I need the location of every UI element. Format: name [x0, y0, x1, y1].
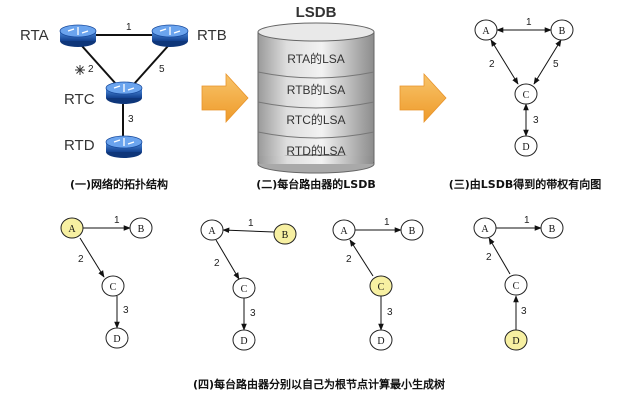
- graph-edge-b-c: [533, 39, 562, 85]
- tree-d-label-d: D: [512, 336, 519, 347]
- lsdb-cylinder-body: [257, 31, 375, 165]
- tree-a-node-c: [101, 275, 125, 297]
- lsdb-cylinder-top: [257, 22, 375, 42]
- tree-a-label-c: C: [110, 282, 117, 293]
- tree-b-cost-ab: 1: [248, 218, 254, 229]
- router-rtc-icon: [105, 81, 143, 104]
- tree-a-cost-cd: 3: [123, 305, 129, 316]
- tree-a-label-d: D: [113, 334, 120, 345]
- graph-node-d: [514, 135, 538, 157]
- spf-tree-root-d: A B C D 1 2 3: [473, 215, 564, 351]
- tree-a-node-a: [60, 217, 84, 239]
- lsdb-panel: LSDB RTA的LSA RTB的LSA RTC的LSA RTD的LSA (二)…: [256, 4, 376, 191]
- tree-d-node-d: [504, 329, 528, 351]
- router-rtb-label: RTB: [197, 27, 227, 44]
- graph-node-a-label: A: [482, 26, 490, 37]
- lsdb-caption: (二)每台路由器的LSDB: [256, 177, 376, 191]
- flow-arrow-1-icon: [201, 72, 249, 124]
- tree-a-label-b: B: [138, 224, 145, 235]
- cursor-icon: [75, 65, 85, 75]
- graph-cost-c-d: 3: [533, 115, 539, 126]
- tree-d-label-c: C: [513, 281, 520, 292]
- link-rtb-rtc: [133, 45, 169, 85]
- cost-rtc-rtd: 3: [128, 114, 134, 125]
- router-rta-label: RTA: [20, 27, 49, 44]
- tree-a-label-a: A: [68, 224, 76, 235]
- tree-c-node-c: [369, 275, 393, 297]
- tree-d-node-c: [504, 274, 528, 296]
- lsdb-row-rtb: RTB的LSA: [287, 82, 345, 97]
- tree-a-cost-ac: 2: [78, 254, 84, 265]
- topology-panel: RTA RTB RTC RTD 1 2 5 3 (一)网络的拓扑结构: [20, 22, 227, 191]
- tree-c-label-b: B: [409, 226, 416, 237]
- lsdb-title: LSDB: [296, 4, 337, 21]
- graph-caption: (三)由LSDB得到的带权有向图: [449, 177, 602, 191]
- graph-node-c-label: C: [523, 90, 530, 101]
- tree-c-node-d: [369, 329, 393, 351]
- tree-d-cost-cd: 3: [521, 306, 527, 317]
- tree-d-cost-ac: 2: [486, 252, 492, 263]
- tree-d-node-b: [540, 217, 564, 239]
- tree-b-cost-cd: 3: [250, 308, 256, 319]
- tree-b-cost-ac: 2: [214, 258, 220, 269]
- lsdb-row-rtd: RTD的LSA: [286, 143, 345, 158]
- tree-d-label-a: A: [481, 224, 489, 235]
- tree-c-cost-ac: 2: [346, 254, 352, 265]
- topology-caption: (一)网络的拓扑结构: [70, 177, 168, 191]
- tree-c-node-a: [332, 219, 356, 241]
- spf-trees-caption: (四)每台路由器分别以自己为根节点计算最小生成树: [193, 377, 445, 391]
- tree-b-node-a: [200, 219, 224, 241]
- router-rtd-icon: [105, 135, 143, 158]
- tree-b-node-c: [232, 277, 256, 299]
- tree-c-label-c: C: [378, 282, 385, 293]
- graph-cost-b-c: 5: [553, 59, 559, 70]
- router-rtc-label: RTC: [64, 91, 95, 108]
- graph-node-a: [474, 19, 498, 41]
- graph-node-d-label: D: [522, 142, 529, 153]
- flow-arrow-2-icon: [399, 72, 447, 124]
- tree-c-label-a: A: [340, 226, 348, 237]
- cost-rtb-rtc: 5: [159, 64, 165, 75]
- cost-rta-rtc: 2: [88, 64, 94, 75]
- link-rta-rtc: [81, 45, 117, 85]
- tree-d-label-b: B: [549, 224, 556, 235]
- spf-tree-root-a: A B C D 1 2 3: [60, 215, 153, 349]
- router-rtb-icon: [151, 24, 189, 47]
- spf-trees-panel: A B C D 1 2 3 A B C D 1 2 3: [60, 215, 564, 391]
- graph-cost-a-c: 2: [489, 59, 495, 70]
- spf-tree-root-c: A B C D 1 2 3: [332, 217, 424, 351]
- cost-rta-rtb: 1: [126, 22, 132, 33]
- tree-d-node-a: [473, 217, 497, 239]
- weighted-graph-panel: A B C D 1 2 5 3 (三)由LSDB得到的带权有向图: [449, 17, 602, 191]
- tree-a-node-b: [129, 217, 153, 239]
- tree-b-node-d: [232, 329, 256, 351]
- spf-tree-root-b: A B C D 1 2 3: [200, 218, 297, 351]
- router-rtd-label: RTD: [64, 137, 95, 154]
- tree-c-cost-ab: 1: [384, 217, 390, 228]
- tree-a-node-d: [105, 327, 129, 349]
- tree-b-label-b: B: [282, 230, 289, 241]
- tree-d-cost-ab: 1: [524, 215, 530, 226]
- graph-node-b-label: B: [559, 26, 566, 37]
- tree-c-cost-cd: 3: [387, 307, 393, 318]
- tree-b-label-d: D: [240, 336, 247, 347]
- tree-c-node-b: [400, 219, 424, 241]
- tree-a-cost-ab: 1: [114, 215, 120, 226]
- graph-edge-a-c: [490, 39, 519, 85]
- lsdb-row-rtc: RTC的LSA: [286, 112, 345, 127]
- tree-c-label-d: D: [377, 336, 384, 347]
- tree-b-label-c: C: [241, 284, 248, 295]
- router-rta-icon: [59, 24, 97, 47]
- lsdb-row-rta: RTA的LSA: [287, 51, 345, 66]
- tree-b-node-b: [273, 223, 297, 245]
- graph-node-b: [550, 19, 574, 41]
- tree-b-label-a: A: [208, 226, 216, 237]
- graph-node-c: [514, 83, 538, 105]
- graph-cost-a-b: 1: [526, 17, 532, 28]
